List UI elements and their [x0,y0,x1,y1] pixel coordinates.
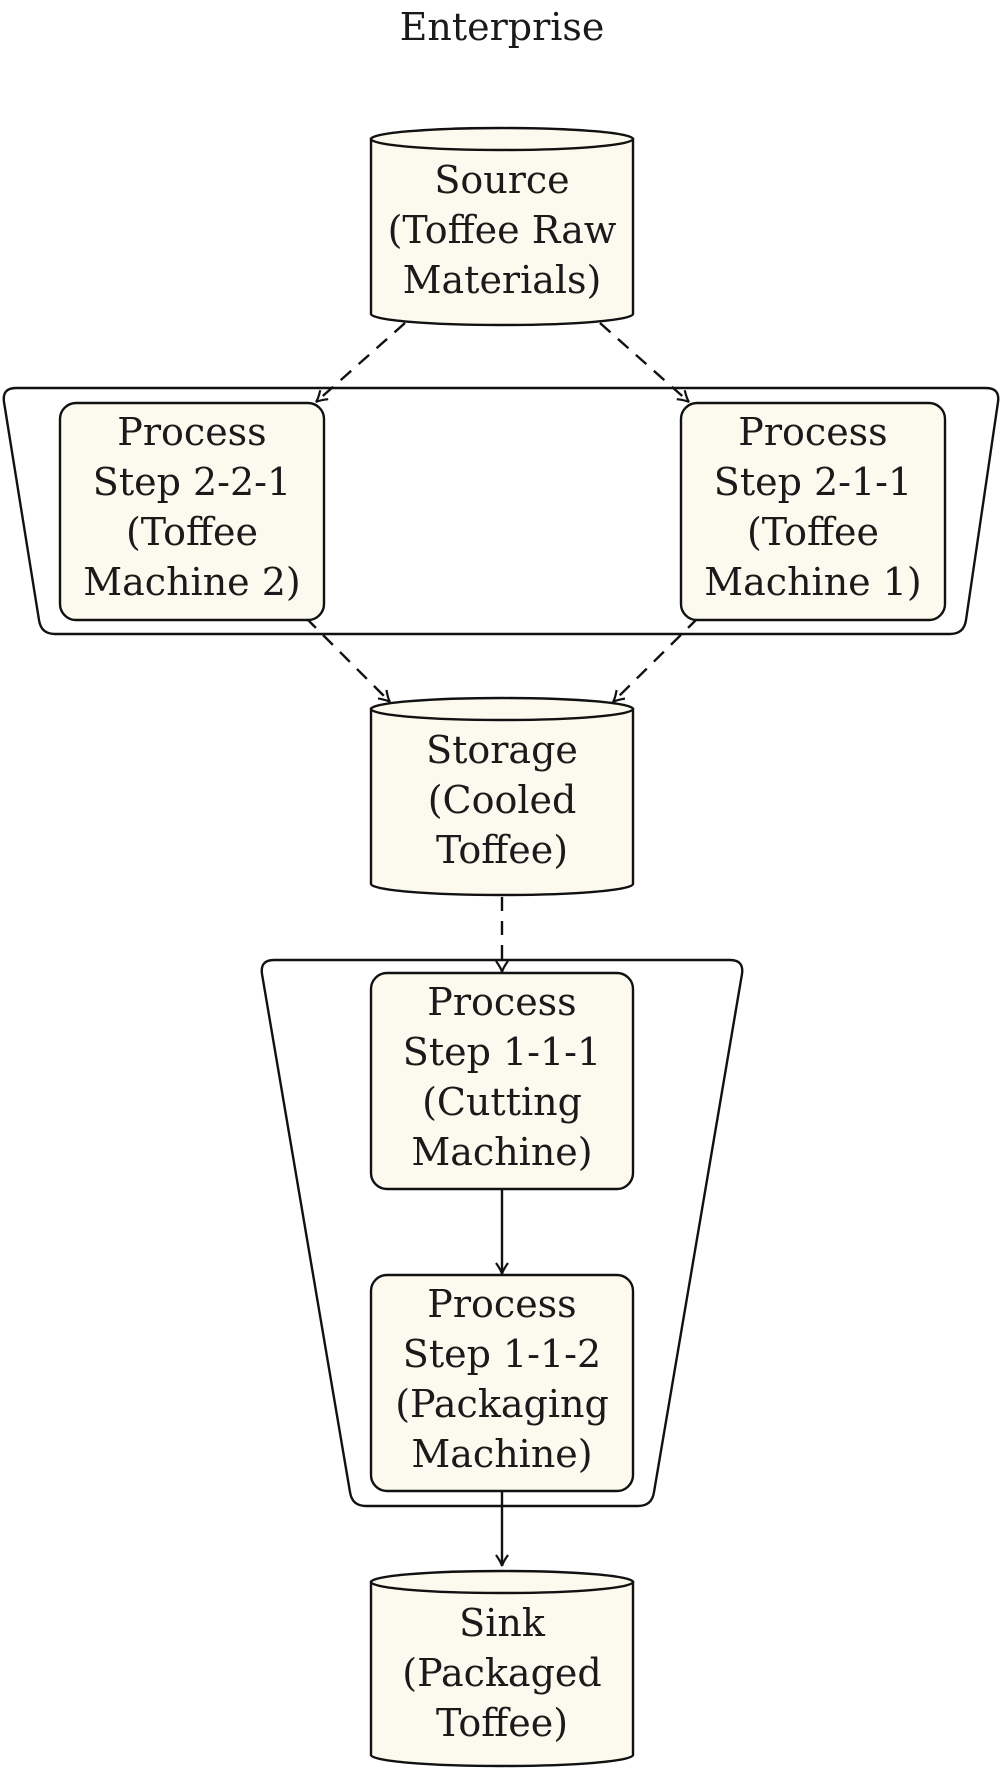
node-p211-line-1: Process [738,410,887,454]
node-source-line-1: Source [434,158,569,202]
node-p112-line-2: Step 1-1-2 [403,1332,601,1376]
edge-source-to-p211 [599,322,690,403]
node-p221-line-2: Step 2-2-1 [93,460,291,504]
node-p111-line-2: Step 1-1-1 [403,1030,601,1074]
node-p221-line-4: Machine 2) [83,560,301,604]
node-p111-line-4: Machine) [411,1130,592,1174]
edge-p211-to-storage [612,617,699,703]
node-p221-line-3: (Toffee [126,510,258,554]
diagram-title: Enterprise [400,5,605,49]
node-p221-line-1: Process [117,410,266,454]
node-p211-line-3: (Toffee [747,510,879,554]
node-p112-line-1: Process [427,1282,576,1326]
node-process-2-2-1: Process Step 2-2-1 (Toffee Machine 2) [58,401,326,622]
node-sink-line-2: (Packaged [402,1651,601,1695]
node-p111-line-3: (Cutting [422,1080,582,1124]
node-storage-line-1: Storage [426,728,578,772]
node-p112-line-3: (Packaging [395,1382,609,1426]
stage-1-group [260,958,744,1508]
node-sink-line-3: Toffee) [436,1701,568,1745]
node-p211-line-4: Machine 1) [704,560,922,604]
node-p112-line-4: Machine) [411,1432,592,1476]
node-sink: Sink (Packaged Toffee) [369,1569,635,1768]
node-storage: Storage (Cooled Toffee) [369,696,635,897]
node-sink-line-1: Sink [459,1601,546,1645]
node-source-line-3: Materials) [403,258,602,302]
node-source: Source (Toffee Raw Materials) [369,126,635,327]
node-p111-line-1: Process [427,980,576,1024]
node-storage-line-2: (Cooled [428,778,577,822]
node-storage-line-3: Toffee) [436,828,568,872]
node-process-2-1-1: Process Step 2-1-1 (Toffee Machine 1) [679,401,947,622]
edge-p221-to-storage [305,617,391,703]
node-source-line-2: (Toffee Raw [388,208,617,252]
node-process-1-1-2: Process Step 1-1-2 (Packaging Machine) [369,1273,635,1493]
edge-source-to-p221 [315,322,406,403]
node-p211-line-2: Step 2-1-1 [714,460,912,504]
stage-2-group [2,386,1000,636]
node-process-1-1-1: Process Step 1-1-1 (Cutting Machine) [369,971,635,1191]
